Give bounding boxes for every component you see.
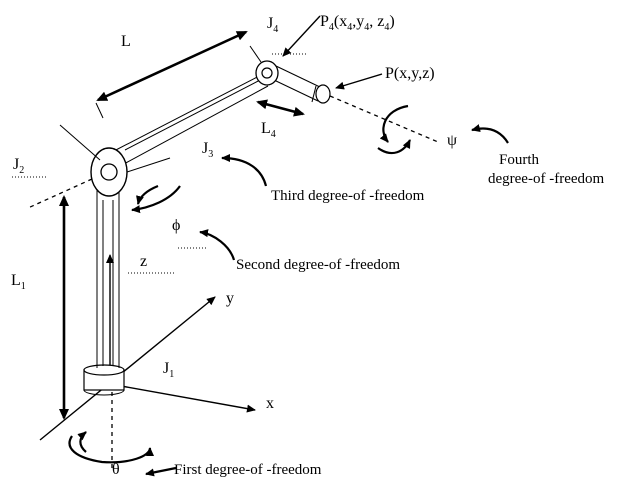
label-l1: L1 <box>11 272 26 292</box>
rotation-fourth-dof <box>377 104 411 155</box>
label-y-axis: y <box>226 290 234 307</box>
label-fourth-dof-line1: Fourth <box>499 152 540 168</box>
label-theta: θ <box>112 461 120 478</box>
upper-arm <box>111 73 269 166</box>
dimension-l-tick <box>95 102 104 119</box>
fourth-dof-pointer <box>471 124 509 144</box>
label-x-axis: x <box>266 395 274 412</box>
joint-j4-body <box>249 45 279 86</box>
x-axis-line <box>109 383 256 413</box>
label-first-dof: First degree-of -freedom <box>174 462 322 478</box>
dimension-l-arrow <box>96 30 248 102</box>
joint-j2-body <box>27 124 171 209</box>
label-j3: J3 <box>202 140 213 160</box>
dimension-l4-arrow <box>256 99 305 117</box>
p4-pointer <box>282 15 321 57</box>
forearm <box>273 65 323 102</box>
coordinate-frame <box>39 254 256 470</box>
label-z: z <box>140 253 147 270</box>
label-l4: L4 <box>261 120 276 140</box>
third-dof-pointer <box>221 154 268 187</box>
label-p: P(x,y,z) <box>385 65 435 82</box>
label-j4: J4 <box>267 15 278 35</box>
first-dof-pointer <box>145 466 177 477</box>
label-psi: ψ <box>447 132 457 149</box>
rotation-second-dof <box>131 184 181 214</box>
label-p4: P4(x4,y4, z4) <box>320 13 395 33</box>
label-third-dof: Third degree-of -freedom <box>271 188 425 204</box>
label-phi: ϕ <box>172 217 180 234</box>
label-l: L <box>121 33 131 50</box>
y-axis-line <box>39 296 216 441</box>
second-dof-pointer <box>199 229 236 261</box>
p-pointer <box>335 73 383 90</box>
vertical-column <box>96 190 120 368</box>
label-fourth-dof-line2: degree-of -freedom <box>488 171 605 187</box>
end-effector <box>311 84 439 143</box>
label-second-dof: Second degree-of -freedom <box>236 257 400 273</box>
label-j2: J2 <box>13 156 24 176</box>
base-cylinder <box>83 364 125 396</box>
label-j1: J1 <box>163 360 174 380</box>
rotation-first-dof <box>68 431 154 464</box>
